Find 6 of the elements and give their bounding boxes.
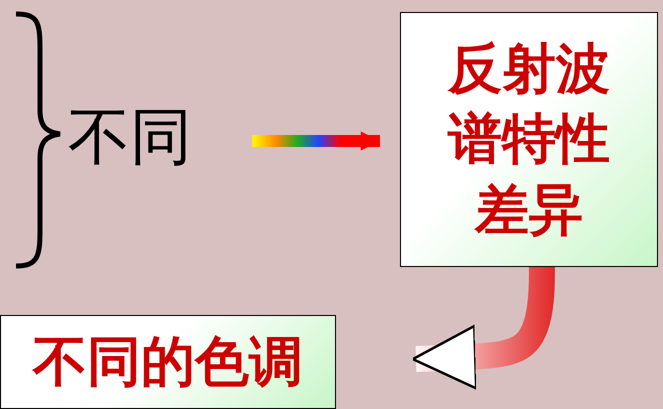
- arrow: [252, 131, 380, 151]
- text-label: 不同: [68, 106, 248, 172]
- text-box: [0, 315, 336, 409]
- box-text: 反射波谱特性差异: [446, 36, 611, 243]
- box-text: 不同的色调: [31, 328, 304, 395]
- text-box: [400, 12, 658, 267]
